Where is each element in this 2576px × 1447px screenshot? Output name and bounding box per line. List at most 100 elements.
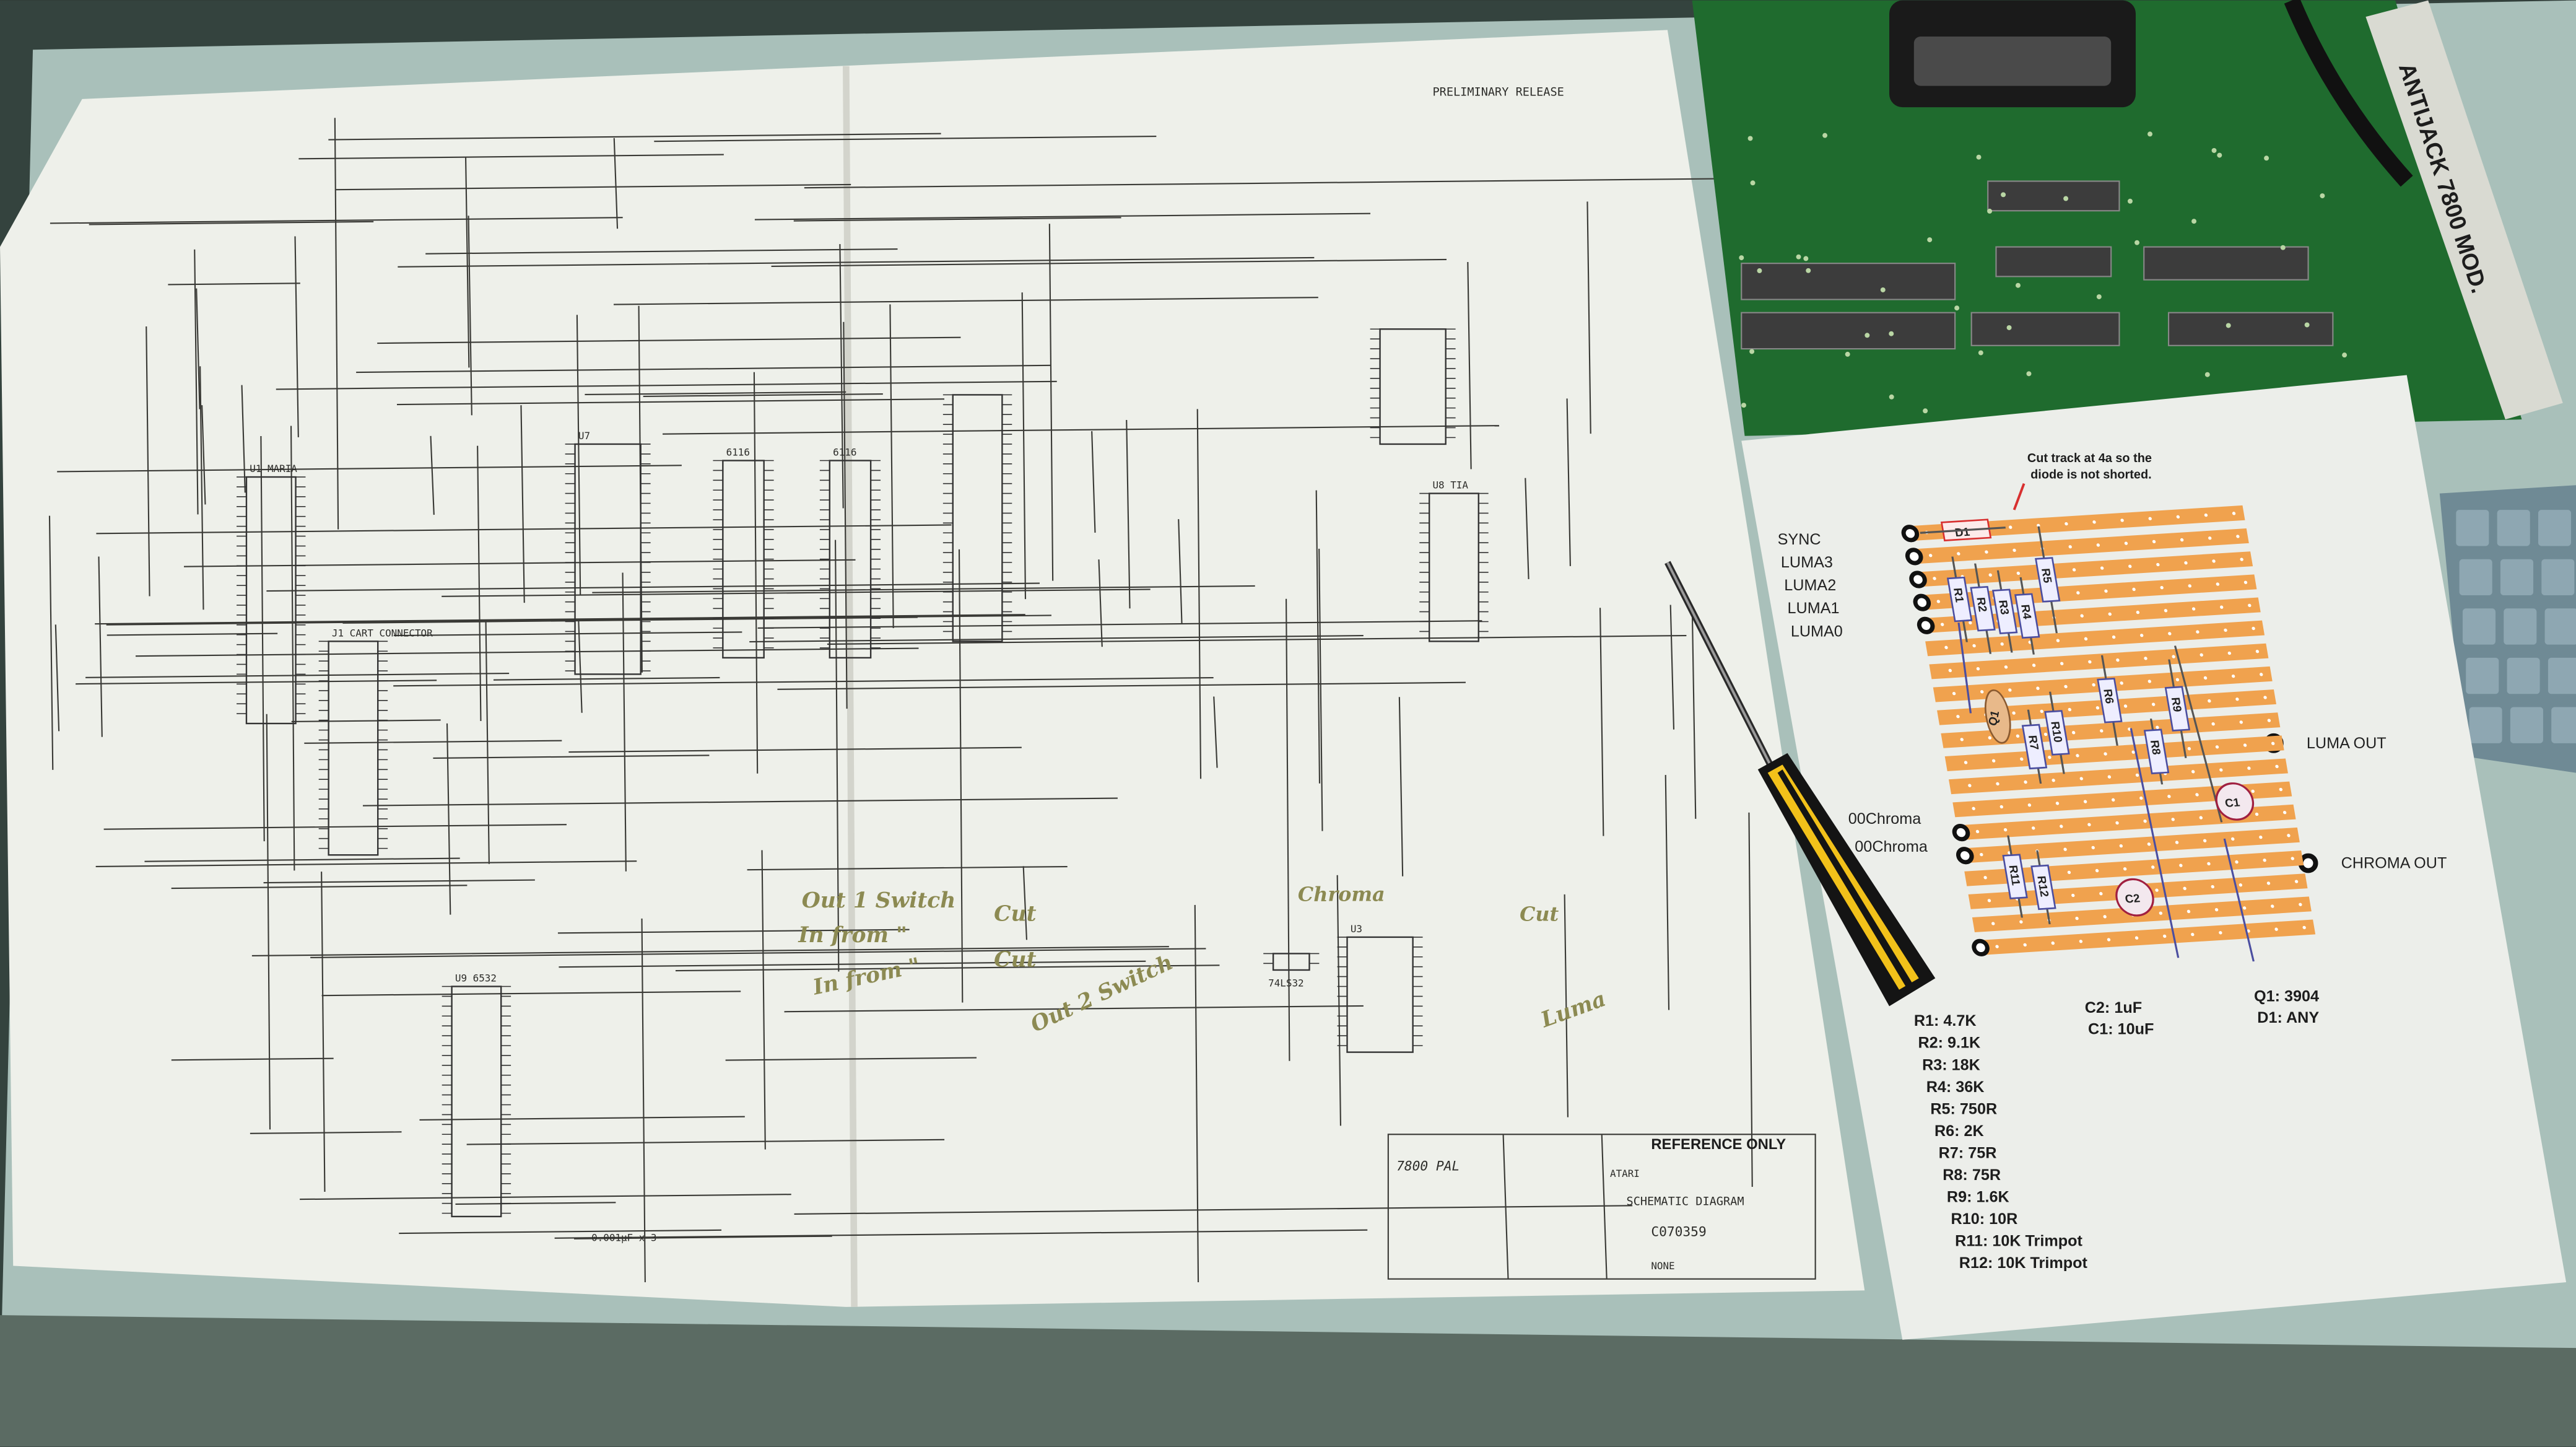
parts-list-capacitor: C1: 10uF — [2088, 1020, 2154, 1038]
cut-mark-pointer — [2012, 483, 2026, 510]
strip-hole — [2004, 665, 2008, 669]
pcb-chip — [1970, 312, 2120, 346]
strip-hole — [2108, 612, 2112, 616]
strip-hole — [2144, 657, 2147, 660]
drawing-number: C070359 — [1651, 1225, 1706, 1240]
schematic-trace — [1194, 904, 1199, 1283]
schematic-trace — [804, 178, 1733, 189]
strip-hole — [1972, 807, 1975, 810]
strip-hole — [2147, 842, 2151, 846]
strip-hole — [2123, 704, 2128, 708]
strip-hole — [2294, 880, 2299, 883]
schematic-trace — [663, 425, 1499, 435]
pcb-chip — [1741, 263, 1956, 300]
pcb-pad — [2342, 352, 2348, 358]
strip-hole — [2216, 582, 2220, 586]
pcb-pad — [2304, 322, 2310, 328]
strip-hole — [2065, 522, 2068, 526]
strip-hole — [2060, 824, 2063, 828]
strip-hole — [2088, 660, 2092, 664]
stripboard-sheet: Cut track at 4a so the diode is not shor… — [1741, 375, 2567, 1340]
schematic-trace — [310, 948, 1206, 958]
pcb-pad — [2096, 294, 2102, 300]
pcb-pad — [2320, 193, 2325, 199]
schematic-trace — [568, 746, 1022, 753]
schematic-trace — [576, 315, 581, 595]
strip-hole — [2191, 932, 2195, 937]
pcb-pad — [1741, 403, 1746, 408]
keyboard-key — [2459, 559, 2492, 596]
pcb-pad — [1757, 268, 1762, 274]
strip-hole — [1960, 738, 1964, 741]
strip-hole — [2079, 777, 2083, 780]
pcb-pad — [1923, 408, 1928, 414]
schematic-trace — [201, 405, 206, 505]
copper-strip — [1976, 919, 2316, 956]
strip-hole — [1980, 852, 1983, 857]
component-label: Q1 — [1986, 709, 2001, 727]
strip-hole — [2043, 732, 2048, 737]
keyboard — [2439, 485, 2576, 773]
schematic-trace — [425, 248, 898, 255]
schematic-trace — [171, 1057, 334, 1061]
parts-list-resistor: R11: 10K Trimpot — [1955, 1233, 2082, 1250]
schematic-trace — [520, 405, 525, 603]
keyboard-key — [2504, 608, 2537, 645]
strip-hole — [2012, 548, 2016, 553]
strip-hole — [2076, 754, 2079, 758]
schematic-trace — [958, 549, 964, 1003]
schematic-trace — [263, 879, 535, 884]
schematic-trace — [336, 183, 851, 191]
schematic-trace — [1196, 409, 1202, 779]
schematic-trace — [419, 1116, 745, 1121]
pcb-pad — [2134, 240, 2140, 245]
title-block: 7800 PAL ATARI REFERENCE ONLY SCHEMATIC … — [1387, 1134, 1816, 1280]
parts-list-semiconductor: Q1: 3904 — [2254, 987, 2319, 1005]
strip-hole — [2019, 920, 2023, 924]
strip-hole — [2104, 589, 2108, 593]
pcb-pad — [2280, 245, 2286, 250]
strip-hole — [2171, 818, 2175, 821]
strip-hole — [2076, 591, 2080, 595]
strip-hole — [1988, 573, 1992, 577]
strip-hole — [2087, 823, 2091, 826]
schematic-trace — [747, 865, 1068, 871]
strip-hole — [1969, 621, 1972, 625]
screwdriver — [1664, 561, 1936, 1007]
keyboard-key — [2538, 510, 2572, 546]
strip-hole — [1940, 623, 1944, 626]
schematic-trace — [559, 960, 1146, 968]
strip-hole — [2124, 541, 2128, 545]
strip-hole — [2260, 673, 2263, 676]
strip-hole — [2104, 752, 2107, 756]
strip-hole — [2231, 837, 2235, 841]
keyboard-key — [2500, 559, 2534, 596]
strip-hole — [2080, 614, 2084, 618]
schematic-trace — [107, 632, 278, 636]
wire-link — [2223, 838, 2255, 962]
strip-hole — [2212, 559, 2216, 563]
schematic-trace — [725, 1057, 977, 1061]
strip-hole — [2092, 520, 2096, 524]
strip-hole — [1996, 782, 1999, 786]
schematic-trace — [196, 288, 201, 409]
pliers-icon — [2284, 0, 2413, 187]
component-label: C1 — [2224, 796, 2240, 810]
schematic-trace — [455, 1202, 616, 1205]
schematic-trace — [76, 680, 437, 685]
strip-hole — [2180, 538, 2184, 542]
strip-hole — [2179, 863, 2183, 867]
strip-hole — [2143, 820, 2147, 823]
note-in-from-1: In from " — [798, 923, 907, 948]
parts-list-semiconductor: D1: ANY — [2257, 1009, 2319, 1026]
strip-hole — [2060, 662, 2064, 665]
strip-hole — [2184, 561, 2188, 565]
resistor-r2: R2 — [1970, 585, 1996, 632]
strip-hole — [2068, 707, 2072, 712]
strip-hole — [2135, 773, 2139, 777]
schematic-trace — [291, 719, 441, 722]
component-label: R2 — [1974, 597, 1990, 612]
input-label-luma1: LUMA1 — [1788, 600, 1840, 617]
strip-hole — [2134, 936, 2139, 940]
